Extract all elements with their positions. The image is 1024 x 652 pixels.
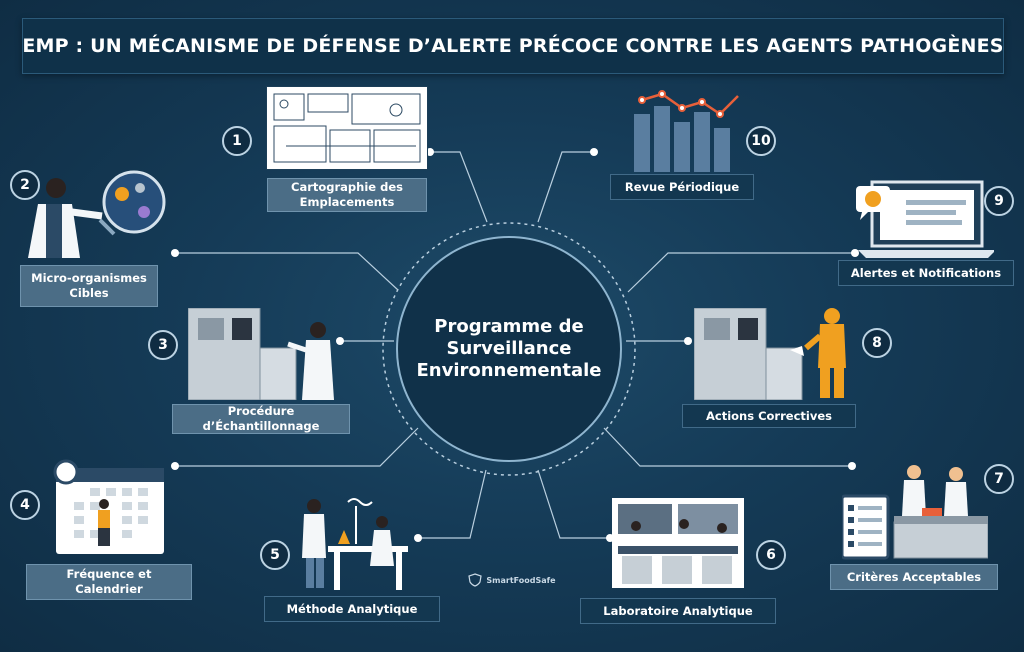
calendar-icon	[53, 459, 164, 554]
laptop-alert-icon	[856, 180, 994, 258]
step-3-badge: 3	[148, 330, 178, 360]
connector-4	[175, 427, 419, 467]
bar-chart-trend-icon	[634, 90, 739, 172]
connector-dot-7	[848, 462, 856, 470]
page-title: EMP : UN MÉCANISME DE DÉFENSE D’ALERTE P…	[22, 35, 1004, 57]
step-1-badge: 1	[222, 126, 252, 156]
brand-name: SmartFoodSafe	[486, 575, 556, 585]
step-8-label: Actions Correctives	[682, 404, 856, 428]
lab-bench-icon	[302, 498, 408, 590]
step-1-label: Cartographie des Emplacements	[267, 178, 427, 212]
connector-dot-5	[414, 534, 422, 542]
step-7-label: Critères Acceptables	[830, 564, 998, 590]
center-hub: Programme de Surveillance Environnementa…	[396, 236, 622, 462]
connector-5	[418, 469, 487, 539]
connector-1	[430, 151, 488, 223]
shield-icon	[468, 573, 483, 587]
brand-logo: SmartFoodSafe	[462, 566, 562, 594]
floor-plan-icon	[266, 86, 428, 170]
connector-dot-8	[684, 337, 692, 345]
step-5-badge: 5	[260, 540, 290, 570]
scientist-microscope-icon	[28, 170, 166, 258]
step-9-badge: 9	[984, 186, 1014, 216]
connector-dot-3	[336, 337, 344, 345]
step-10-badge: 10	[746, 126, 776, 156]
connector-dot-9	[851, 249, 859, 257]
connector-6	[537, 469, 610, 539]
step-5-label: Méthode Analytique	[264, 596, 440, 622]
step-2-label: Micro-organismes Cibles	[20, 265, 158, 307]
step-3-label: Procédure d’Échantillonnage	[172, 404, 350, 434]
step-6-label: Laboratoire Analytique	[580, 598, 776, 624]
connector-dot-4	[171, 462, 179, 470]
title-banner: EMP : UN MÉCANISME DE DÉFENSE D’ALERTE P…	[22, 18, 1004, 74]
checklist-lab-icon	[842, 465, 988, 560]
step-6-badge: 6	[756, 540, 786, 570]
step-10-label: Revue Périodique	[610, 174, 754, 200]
step-4-label: Fréquence et Calendrier	[26, 564, 192, 600]
connector-10	[537, 151, 594, 223]
connector-7	[603, 427, 852, 467]
center-title: Programme de Surveillance Environnementa…	[416, 316, 602, 381]
connector-dot-1	[426, 148, 434, 156]
connector-2	[175, 252, 399, 291]
connector-9	[627, 252, 855, 293]
connector-dot-2	[171, 249, 179, 257]
step-4-badge: 4	[10, 490, 40, 520]
center-dashed-ring	[382, 222, 636, 476]
step-8-badge: 8	[862, 328, 892, 358]
sampling-machine-icon	[188, 308, 334, 400]
step-9-label: Alertes et Notifications	[838, 260, 1014, 286]
hazmat-worker-icon	[694, 308, 846, 400]
laboratory-icon	[612, 498, 744, 588]
step-7-badge: 7	[984, 464, 1014, 494]
connector-dot-10	[590, 148, 598, 156]
step-2-badge: 2	[10, 170, 40, 200]
